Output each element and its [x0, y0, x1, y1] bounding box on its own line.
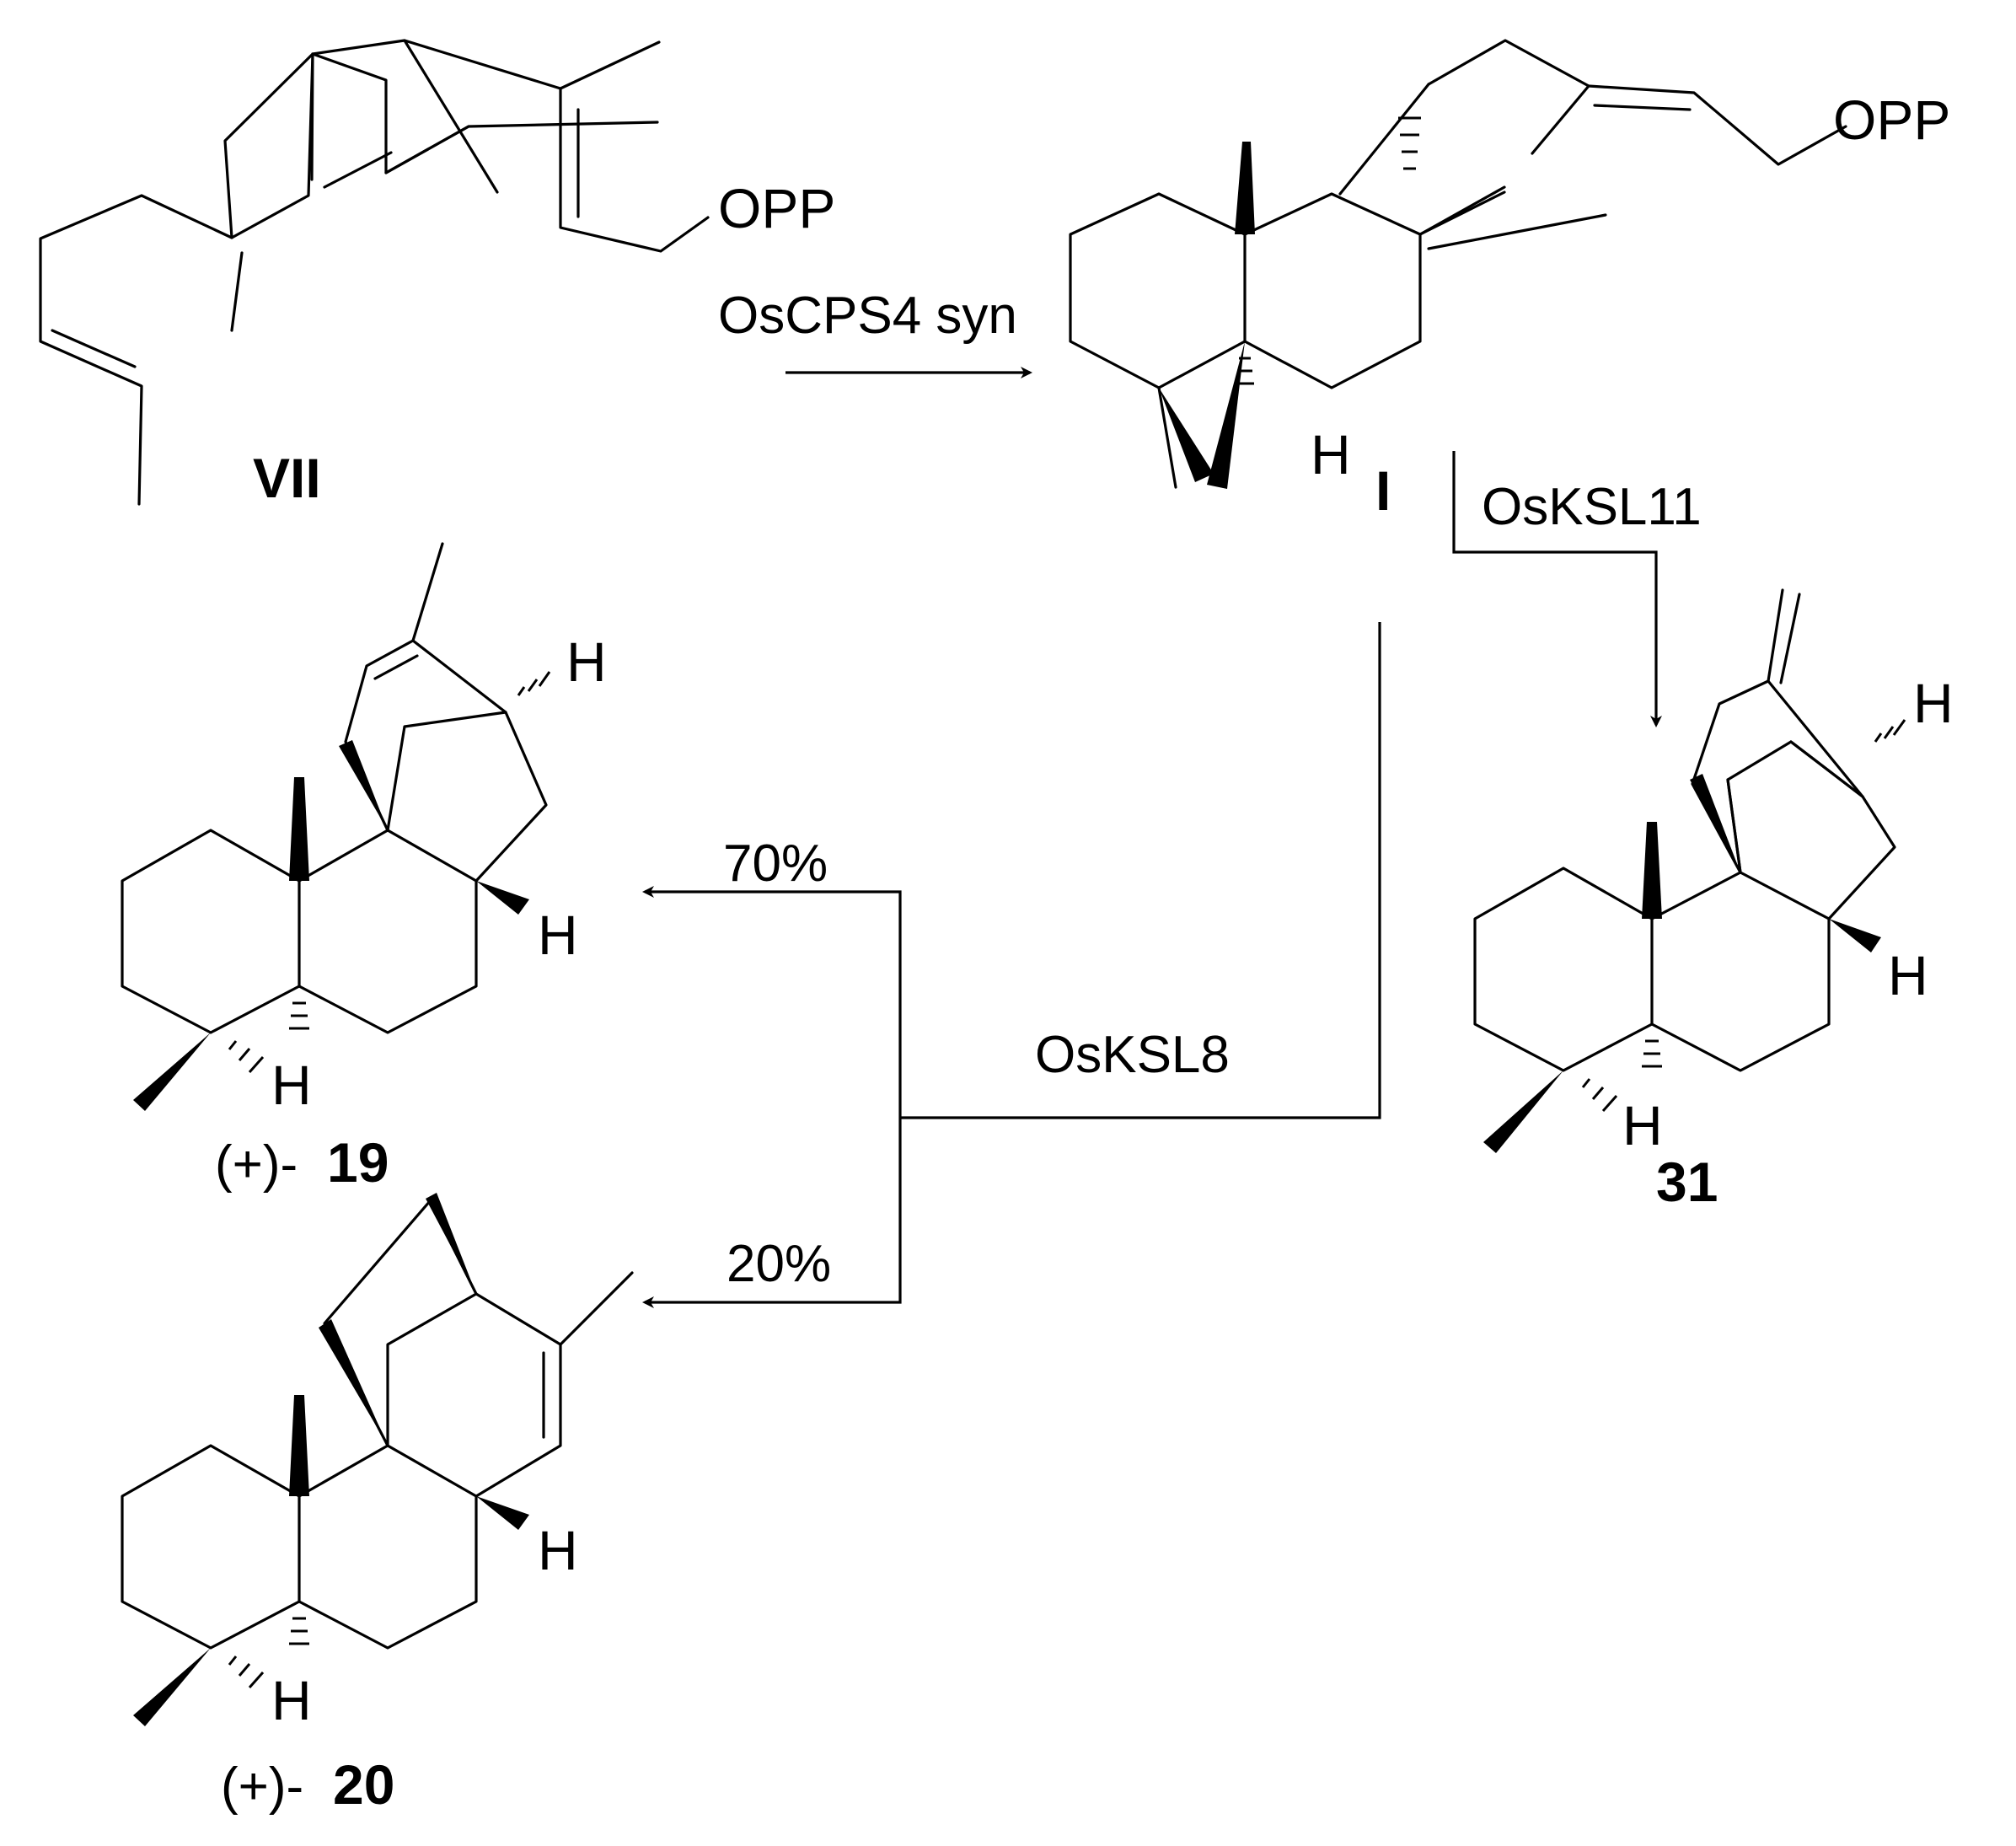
arrow-to-20 [642, 1118, 902, 1308]
arrow-osksl8-trunk [900, 622, 1381, 1119]
cpp-hash-bonds [1236, 116, 1421, 385]
c20-gem-methyl-wedge [133, 1648, 211, 1726]
c19-compound-label: 19 [327, 1131, 389, 1194]
c20-h-a-label: H [271, 1669, 312, 1731]
c31-compound-label: 31 [1656, 1151, 1718, 1213]
cpp-gem-methyl-wedge-2 [1207, 341, 1245, 489]
c31-ring-h-wedge [1829, 919, 1881, 953]
osksl8-reagent-label: OsKSL8 [1035, 1026, 1230, 1084]
c19-gem-methyl-wedge [133, 1033, 211, 1111]
c31-bridge-wedge [1690, 774, 1740, 872]
c19-prefix-label: (+)- [215, 1135, 298, 1194]
cpp-compound-label: I [1375, 459, 1391, 522]
c20-prefix-label: (+)- [221, 1757, 303, 1816]
c20-ring-h-wedge [476, 1496, 529, 1530]
osksl11-reagent-label: OsKSL11 [1482, 478, 1702, 536]
c31-h-ring-label: H [1888, 944, 1928, 1006]
c19-ring-h-wedge [476, 881, 529, 915]
cpp-gem-methyl-wedge [1159, 388, 1214, 482]
yield-20-label: 20% [727, 1235, 831, 1293]
c19-bridge-wedge [339, 740, 388, 830]
yield-70-label: 70% [723, 834, 828, 893]
cpp-h-label: H [1311, 423, 1351, 486]
c31-gem-methyl-wedge [1483, 1071, 1563, 1153]
cpp-opp-label: OPP [1833, 89, 1950, 151]
compound-vii-structure [39, 39, 710, 506]
c19-hash-bonds [228, 671, 551, 1073]
cpp-methyl-wedge [1235, 142, 1255, 234]
vii-compound-label: VII [253, 447, 321, 509]
c19-methyl-wedge [289, 777, 309, 881]
arrow-i-to-31 [1452, 451, 1662, 727]
c20-h-ring-label: H [538, 1519, 578, 1581]
c31-h-bridge-label: H [1913, 672, 1954, 734]
compound-31-structure [1473, 588, 1896, 1072]
c19-h-ring-label: H [538, 904, 578, 966]
c19-h-bridge-label: H [566, 631, 607, 693]
c20-bridge-wedge [319, 1319, 388, 1446]
c20-hash-bonds [228, 1617, 309, 1688]
compound-19-structure [121, 542, 548, 1034]
c31-hash-bonds [1581, 719, 1906, 1112]
c31-methyl-wedge [1642, 822, 1662, 919]
c20-methyl-wedge [289, 1395, 309, 1496]
c19-h-a-label: H [271, 1054, 312, 1116]
arrow-to-19 [642, 886, 902, 1118]
compound-i-structure [1069, 39, 1847, 489]
c20-compound-label: 20 [333, 1753, 394, 1816]
vii-opp-label: OPP [718, 177, 835, 239]
c31-h-a-label: H [1622, 1094, 1663, 1156]
c20-top-bridge-wedge [426, 1193, 476, 1294]
oscps4-reagent-label: OsCPS4 syn [718, 287, 1017, 345]
